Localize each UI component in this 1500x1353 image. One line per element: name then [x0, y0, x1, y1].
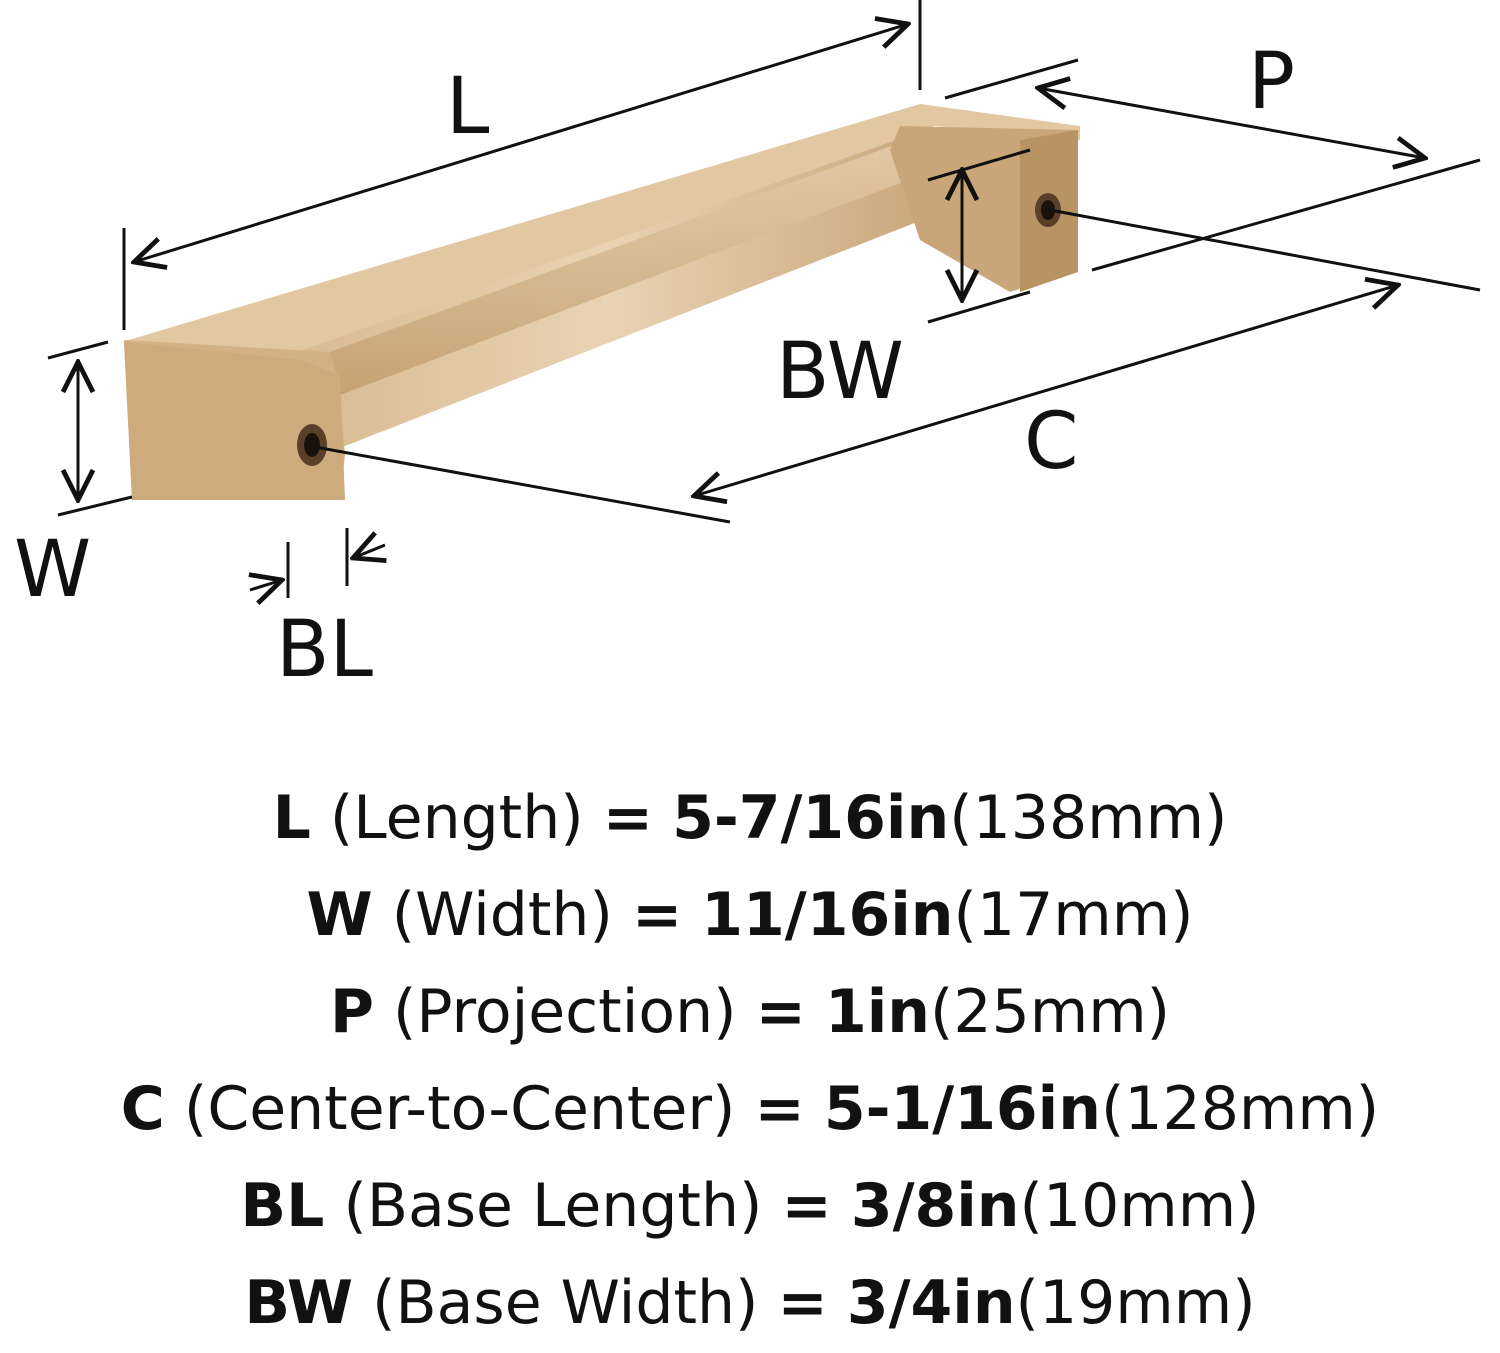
p-extension-top [944, 58, 1079, 100]
handle-left-foot-face [124, 342, 345, 500]
label-p: P [1248, 37, 1295, 127]
spec-equals: = [602, 783, 654, 853]
spec-code: P [329, 977, 374, 1047]
c-center-line-right [1049, 208, 1481, 292]
spec-base-width: BW (Base Width) = 3/4in(19mm) [0, 1255, 1500, 1352]
spec-imperial: 1in [824, 977, 930, 1047]
spec-equals: = [631, 880, 683, 950]
spec-metric: (25mm) [929, 977, 1171, 1047]
bw-extension-bottom [927, 290, 1031, 324]
bl-arrow-right [353, 545, 385, 558]
label-bw: BW [776, 327, 904, 417]
spec-center-to-center: C (Center-to-Center) = 5-1/16in(128mm) [0, 1061, 1500, 1158]
spec-name: (Center-to-Center) [183, 1074, 736, 1144]
label-c: C [1024, 397, 1078, 487]
w-extension-top [47, 340, 109, 360]
c-dimension-line [694, 285, 1398, 496]
c-center-line-left [314, 445, 731, 524]
spec-name: (Base Length) [343, 1171, 763, 1241]
spec-equals: = [781, 1171, 832, 1241]
label-w: W [14, 525, 91, 615]
spec-equals: = [754, 1074, 805, 1144]
spec-base-length: BL (Base Length) = 3/8in(10mm) [0, 1158, 1500, 1255]
p-dimension-line [1038, 88, 1425, 158]
spec-code: W [306, 880, 373, 950]
spec-imperial: 11/16in [701, 880, 954, 950]
spec-code: L [272, 783, 311, 853]
spec-imperial: 3/4in [846, 1268, 1016, 1338]
dimension-diagram: L P BW C W BL [14, 0, 1481, 695]
spec-imperial: 5-1/16in [823, 1074, 1101, 1144]
bl-arrow-left [250, 580, 282, 590]
spec-name: (Base Width) [372, 1268, 759, 1338]
spec-name: (Projection) [393, 977, 737, 1047]
spec-metric: (138mm) [949, 783, 1228, 853]
dimension-lines [47, 0, 1481, 598]
spec-name: (Width) [391, 880, 613, 950]
cabinet-pull-handle [122, 104, 1080, 500]
label-l: L [446, 62, 490, 152]
spec-code: C [120, 1074, 165, 1144]
spec-metric: (19mm) [1015, 1268, 1256, 1338]
spec-width: W (Width) = 11/16in(17mm) [0, 867, 1500, 964]
spec-metric: (10mm) [1019, 1171, 1260, 1241]
spec-metric: (17mm) [953, 880, 1194, 950]
dimension-specs-list: L (Length) = 5-7/16in(138mm) W (Width) =… [0, 770, 1500, 1352]
spec-length: L (Length) = 5-7/16in(138mm) [0, 770, 1500, 867]
label-bl: BL [276, 605, 374, 695]
l-dimension-line [134, 24, 908, 262]
w-extension-bottom [57, 495, 133, 517]
spec-imperial: 5-7/16in [672, 783, 950, 853]
spec-projection: P (Projection) = 1in(25mm) [0, 964, 1500, 1061]
spec-equals: = [777, 1268, 828, 1338]
spec-code: BW [244, 1268, 354, 1338]
spec-imperial: 3/8in [850, 1171, 1020, 1241]
spec-name: (Length) [329, 783, 584, 853]
spec-metric: (128mm) [1100, 1074, 1380, 1144]
p-extension-bottom [1091, 158, 1481, 272]
spec-equals: = [755, 977, 806, 1047]
spec-code: BL [240, 1171, 325, 1241]
